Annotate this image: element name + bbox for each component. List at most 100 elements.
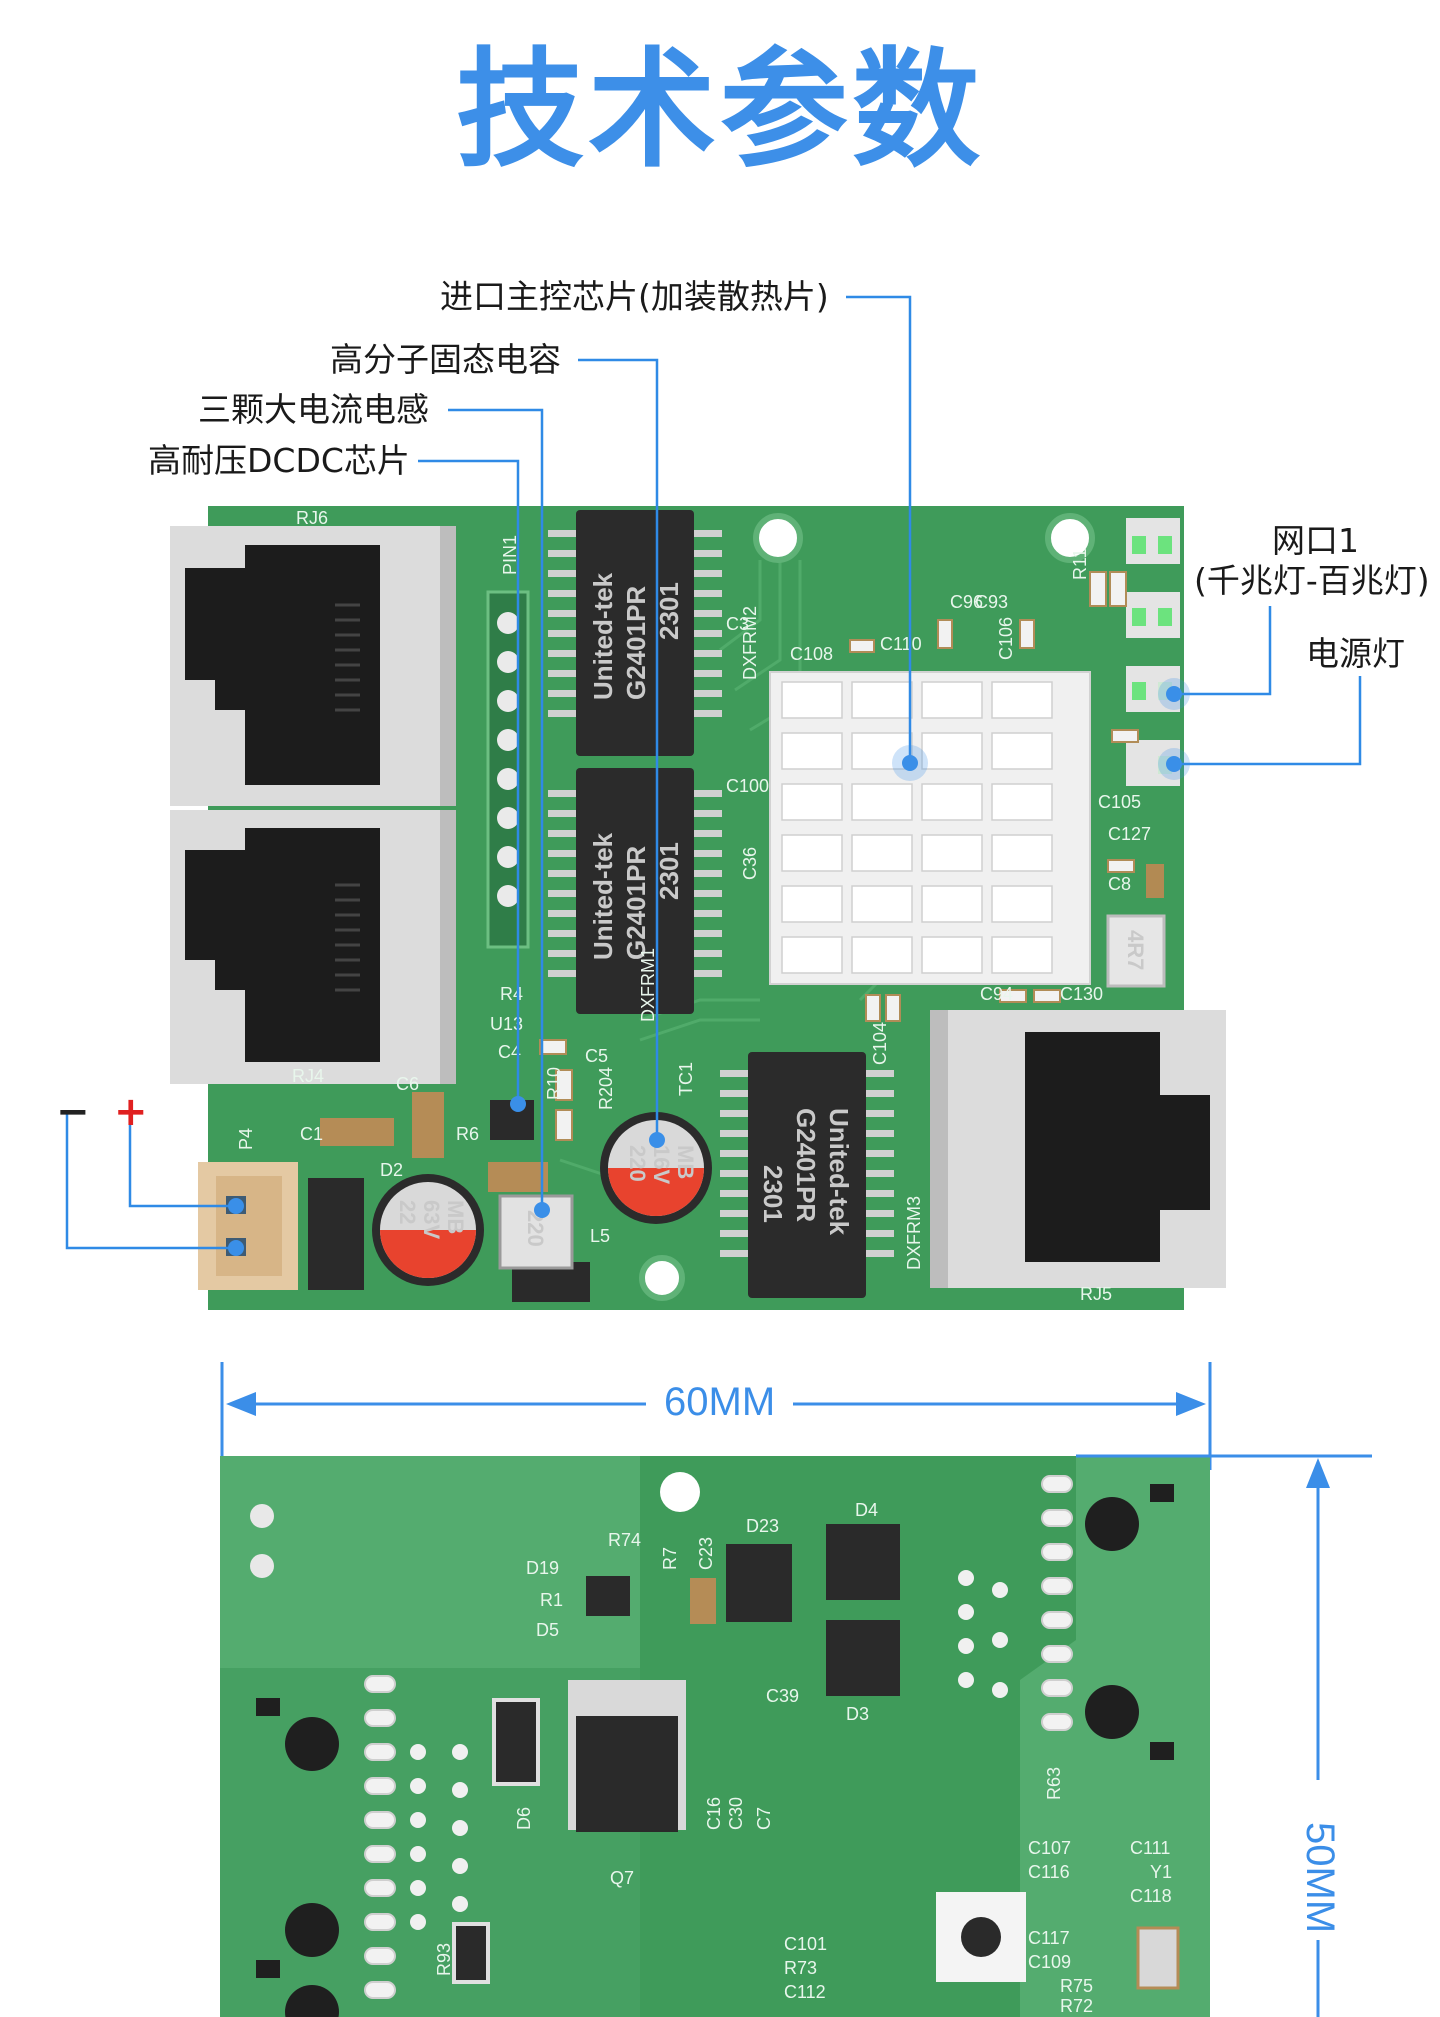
svg-text:R63: R63 <box>1044 1767 1064 1800</box>
svg-text:C118: C118 <box>1130 1886 1172 1906</box>
svg-text:C16: C16 <box>704 1797 724 1830</box>
transformer-chip: United-tek G2401PR 2301 <box>576 768 694 1014</box>
svg-text:R11: R11 <box>1070 548 1090 580</box>
svg-text:R73: R73 <box>784 1958 817 1978</box>
polarity-minus: − <box>56 1089 90 1135</box>
heatsink-icon <box>769 671 1091 985</box>
svg-text:TC1: TC1 <box>676 1062 696 1096</box>
svg-text:G2401PR: G2401PR <box>621 846 651 960</box>
svg-text:C105: C105 <box>1098 792 1141 812</box>
dimension-width-label: 60MM <box>646 1380 794 1425</box>
svg-text:R74: R74 <box>608 1530 641 1550</box>
svg-text:DXFRM2: DXFRM2 <box>740 606 760 680</box>
svg-text:G2401PR: G2401PR <box>621 586 651 700</box>
svg-text:C112: C112 <box>784 1982 826 2002</box>
svg-text:C100: C100 <box>726 776 769 796</box>
svg-text:C130: C130 <box>1060 984 1103 1004</box>
callout-port1-leds: (千兆灯-百兆灯) <box>1194 561 1430 600</box>
svg-text:C94: C94 <box>980 984 1013 1004</box>
svg-text:C117: C117 <box>1028 1928 1070 1948</box>
svg-text:MB: MB <box>673 1145 698 1179</box>
svg-text:C30: C30 <box>726 1797 746 1830</box>
svg-text:C111: C111 <box>1130 1838 1170 1858</box>
svg-text:United-tek: United-tek <box>588 832 618 960</box>
dimension-height <box>1076 1454 1372 2017</box>
svg-text:L5: L5 <box>590 1226 610 1246</box>
pcb-top: United-tek G2401PR 2301 United-tek G2401… <box>170 506 1226 1310</box>
svg-text:RJ6: RJ6 <box>296 508 328 528</box>
svg-text:R204: R204 <box>596 1067 616 1110</box>
svg-text:2301: 2301 <box>654 842 684 900</box>
svg-text:D23: D23 <box>746 1516 779 1536</box>
svg-text:PIN1: PIN1 <box>500 535 520 575</box>
svg-text:C107: C107 <box>1028 1838 1071 1858</box>
callout-lines <box>65 295 1362 1250</box>
svg-text:DXFRM1: DXFRM1 <box>638 948 658 1022</box>
arrow-icon <box>1306 1458 1330 1488</box>
svg-text:D3: D3 <box>846 1704 869 1724</box>
svg-text:R1: R1 <box>540 1590 563 1610</box>
svg-text:220: 220 <box>625 1145 650 1182</box>
svg-text:C39: C39 <box>766 1686 799 1706</box>
svg-text:C96: C96 <box>950 592 983 612</box>
capacitor-icon: 220 16V MB <box>600 1112 712 1224</box>
svg-text:R7: R7 <box>660 1547 680 1570</box>
svg-text:C93: C93 <box>975 592 1008 612</box>
svg-text:C6: C6 <box>396 1074 419 1094</box>
svg-text:D5: D5 <box>536 1620 559 1640</box>
svg-text:4R7: 4R7 <box>1123 930 1148 970</box>
svg-text:C127: C127 <box>1108 824 1151 844</box>
svg-text:D4: D4 <box>855 1500 878 1520</box>
svg-text:R72: R72 <box>1060 1996 1093 2016</box>
svg-text:C3: C3 <box>726 614 749 634</box>
svg-text:United-tek: United-tek <box>588 572 618 700</box>
svg-text:C109: C109 <box>1028 1952 1071 1972</box>
svg-text:C101: C101 <box>784 1934 827 1954</box>
svg-text:G2401PR: G2401PR <box>791 1108 821 1222</box>
polarity-plus: + <box>114 1089 148 1135</box>
svg-text:C36: C36 <box>740 847 760 880</box>
svg-text:C1: C1 <box>300 1124 323 1144</box>
svg-text:United-tek: United-tek <box>824 1108 854 1236</box>
svg-text:16V: 16V <box>649 1145 674 1184</box>
svg-text:C23: C23 <box>696 1537 716 1570</box>
svg-text:R93: R93 <box>434 1943 454 1976</box>
svg-text:R4: R4 <box>500 984 523 1004</box>
svg-text:2301: 2301 <box>654 582 684 640</box>
svg-text:C110: C110 <box>880 634 922 654</box>
callout-dots <box>228 678 1190 1256</box>
terminal-icon <box>198 1162 298 1290</box>
led-icon <box>1126 518 1180 786</box>
svg-text:R10: R10 <box>544 1067 564 1100</box>
page-title: 技术参数 <box>455 36 984 185</box>
callout-dcdc: 高耐压DCDC芯片 <box>148 441 410 480</box>
callout-capacitor: 高分子固态电容 <box>330 340 561 379</box>
svg-text:RJ5: RJ5 <box>1080 1284 1112 1304</box>
svg-text:R75: R75 <box>1060 1976 1093 1996</box>
callout-main-chip: 进口主控芯片(加装散热片) <box>440 277 829 316</box>
svg-text:D2: D2 <box>380 1160 403 1180</box>
callout-power-led: 电源灯 <box>1306 634 1405 673</box>
svg-text:D6: D6 <box>514 1807 534 1830</box>
svg-text:C7: C7 <box>754 1807 774 1830</box>
svg-text:Q7: Q7 <box>610 1868 634 1888</box>
transformer-chip: United-tek G2401PR 2301 <box>748 1052 866 1298</box>
svg-text:Y1: Y1 <box>1150 1862 1172 1882</box>
svg-text:22: 22 <box>395 1200 420 1224</box>
svg-text:C104: C104 <box>870 1022 890 1065</box>
dimension-height-label: 50MM <box>1297 1816 1342 1940</box>
svg-text:C116: C116 <box>1028 1862 1070 1882</box>
svg-text:C8: C8 <box>1108 874 1131 894</box>
svg-text:U13: U13 <box>490 1014 523 1034</box>
svg-text:P4: P4 <box>236 1128 256 1150</box>
svg-text:2301: 2301 <box>758 1165 788 1223</box>
svg-text:D19: D19 <box>526 1558 559 1578</box>
svg-text:MB: MB <box>443 1200 468 1234</box>
transformer-chip: United-tek G2401PR 2301 <box>576 510 694 756</box>
svg-text:R6: R6 <box>456 1124 479 1144</box>
svg-text:DXFRM3: DXFRM3 <box>904 1196 924 1270</box>
arrow-icon <box>226 1392 256 1416</box>
svg-text:C106: C106 <box>996 617 1016 660</box>
